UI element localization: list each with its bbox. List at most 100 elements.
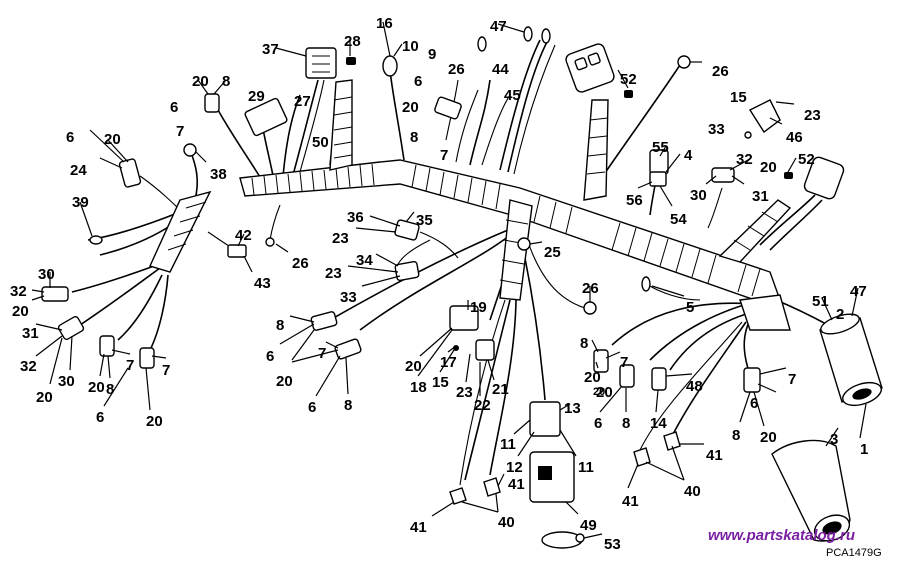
plug-10-icon <box>382 55 398 77</box>
connector-30-icon <box>41 286 69 302</box>
callout-c72: 30 <box>58 373 75 390</box>
callout-c24: 6 <box>66 129 74 146</box>
connector-37-icon <box>305 47 337 79</box>
callout-c10: 20 <box>192 73 209 90</box>
callout-c70: 7 <box>620 354 628 371</box>
terminal-5-icon <box>641 276 651 292</box>
callout-c75: 20 <box>276 373 293 390</box>
terminal-44-icon <box>477 36 487 52</box>
connector-7-center-icon <box>334 338 362 360</box>
relay-19-icon <box>449 305 479 331</box>
connector-8-center-icon <box>310 311 338 331</box>
callout-c101: 11 <box>578 459 594 476</box>
connector-6-right-icon <box>619 364 635 388</box>
callout-c32: 20 <box>760 159 777 176</box>
callout-c88: 6 <box>308 399 316 416</box>
figure-code: PCA1479G <box>826 547 882 559</box>
callout-c104: 41 <box>622 493 639 510</box>
callout-c98: 1 <box>860 441 868 458</box>
callout-c78: 23 <box>456 384 473 401</box>
callout-c54: 33 <box>340 289 357 306</box>
callout-c20: 23 <box>804 107 821 124</box>
components <box>41 26 883 549</box>
screw-28-icon <box>346 57 356 65</box>
callout-c51: 26 <box>582 280 599 297</box>
callout-c73: 20 <box>88 379 105 396</box>
connector-13-icon <box>529 401 561 437</box>
small-callout-labels: 20 <box>593 386 605 398</box>
callout-c57: 5 <box>686 299 694 316</box>
callout-c90: 20 <box>146 413 163 430</box>
callout-c99: 41 <box>706 447 723 464</box>
callout-c67: 32 <box>20 358 37 375</box>
callout-c11: 8 <box>222 73 230 90</box>
callout-c89: 6 <box>96 409 104 426</box>
callout-c80: 7 <box>788 371 796 388</box>
connector-6-far-right-icon <box>743 367 761 393</box>
connector-14-icon <box>651 367 667 391</box>
connector-24-icon <box>118 158 142 188</box>
callout-c97: 3 <box>830 431 838 448</box>
boot-41-center-icon <box>483 477 501 497</box>
callout-c61: 31 <box>22 325 39 342</box>
screw-52b-icon <box>784 172 793 179</box>
boot-41-right2-icon <box>663 431 681 451</box>
callout-c25: 20 <box>104 131 121 148</box>
callout-c95: 8 <box>732 427 740 444</box>
ring-terminal-26b-icon <box>265 237 275 247</box>
callout-c34: 24 <box>70 162 87 179</box>
boot-41-left-icon <box>449 487 467 505</box>
ring-terminal-26c-icon <box>583 301 597 315</box>
callout-c64: 7 <box>318 345 326 362</box>
callout-c56: 19 <box>470 299 487 316</box>
callout-c4: 28 <box>344 33 361 50</box>
callout-c62: 8 <box>580 335 588 352</box>
connector-upper-left-icon <box>204 93 220 113</box>
callout-c3: 37 <box>262 41 279 58</box>
cap-46-icon <box>748 99 781 134</box>
callout-c79: 21 <box>492 381 509 398</box>
connector-32-icon <box>711 167 735 183</box>
callout-c81: 48 <box>686 378 703 395</box>
screw-52-icon <box>624 90 633 98</box>
callout-c87: 13 <box>564 400 581 417</box>
clip-25-icon <box>517 237 531 251</box>
connector-42-icon <box>227 244 247 258</box>
callout-c69: 7 <box>162 362 170 379</box>
callout-c105: 40 <box>498 514 515 531</box>
terminal-47b-icon <box>541 28 551 44</box>
callout-c47: 26 <box>292 255 309 272</box>
boot-41-right-icon <box>633 447 651 467</box>
callout-c53: 32 <box>10 283 27 300</box>
callout-c6: 9 <box>428 46 436 63</box>
callout-c31: 32 <box>736 151 753 168</box>
callout-c59: 2 <box>836 306 844 323</box>
callout-c55: 51 <box>812 293 829 310</box>
callout-c103: 40 <box>684 483 701 500</box>
connector-center-top-icon <box>434 96 462 120</box>
connector-7-left-icon <box>139 347 155 369</box>
callout-c1: 16 <box>376 15 393 32</box>
callout-c76: 15 <box>432 374 449 391</box>
callout-c82: 20 <box>596 384 613 401</box>
callout-c23: 46 <box>786 129 803 146</box>
callout-c91: 6 <box>594 415 602 432</box>
callout-c16: 29 <box>248 88 265 105</box>
callout-c96: 20 <box>760 429 777 446</box>
callout-c77: 18 <box>410 379 427 396</box>
block-connector-top-icon <box>565 43 615 93</box>
ring-terminal-38-icon <box>183 143 197 157</box>
connector-34-icon <box>394 260 420 282</box>
callout-c35: 38 <box>210 166 227 183</box>
callout-c17: 27 <box>294 93 311 110</box>
callout-c12: 6 <box>414 73 422 90</box>
connector-21-icon <box>475 339 495 361</box>
callout-c85: 8 <box>344 397 352 414</box>
callout-c5: 10 <box>402 38 419 55</box>
callout-c92: 8 <box>622 415 630 432</box>
callout-c50: 43 <box>254 275 271 292</box>
callout-c21: 7 <box>176 123 184 140</box>
callout-c40: 54 <box>670 211 687 228</box>
callout-c52: 47 <box>850 283 867 300</box>
